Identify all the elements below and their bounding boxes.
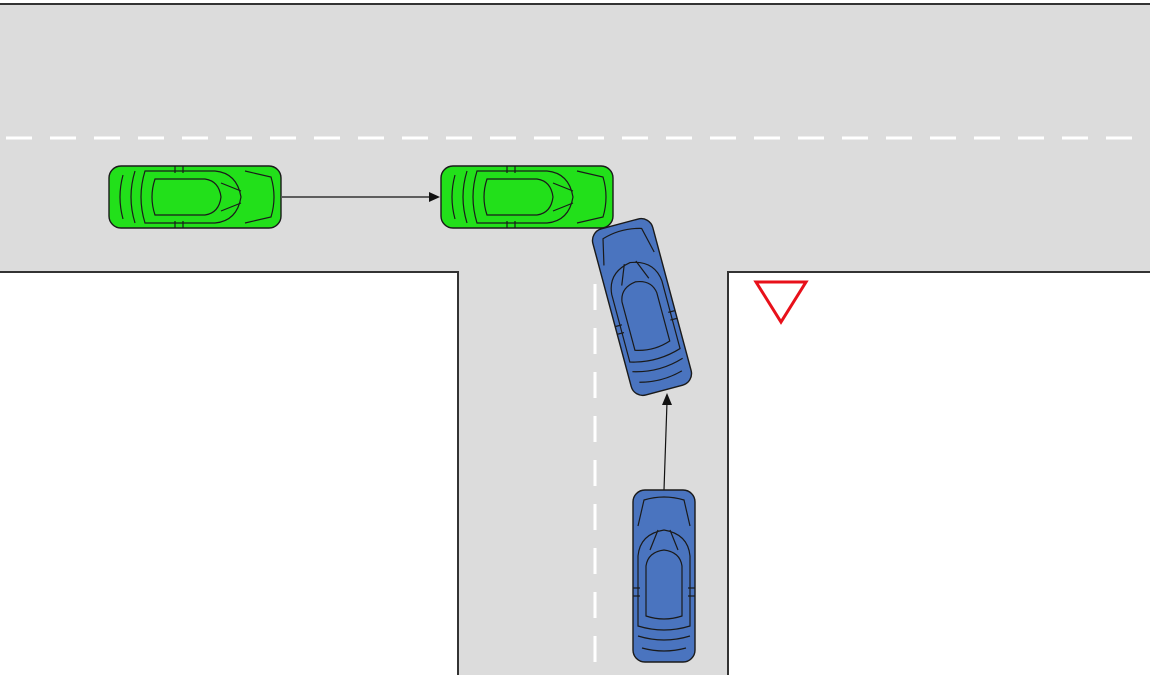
car-b-path-arrow [663, 401, 668, 491]
yield-triangle-icon [753, 280, 809, 325]
movement-arrows [282, 192, 672, 491]
lane-markings [6, 136, 1150, 675]
car-a-arrow-head [429, 192, 440, 202]
road-edges [0, 3, 1150, 675]
left-corner-edge [0, 271, 459, 675]
car-a-collision-position [440, 165, 614, 229]
right-corner-edge [727, 271, 1150, 675]
car-b-arrow-head [662, 393, 672, 405]
car-b-start-position [632, 489, 696, 663]
car-a-start-position [108, 165, 282, 229]
